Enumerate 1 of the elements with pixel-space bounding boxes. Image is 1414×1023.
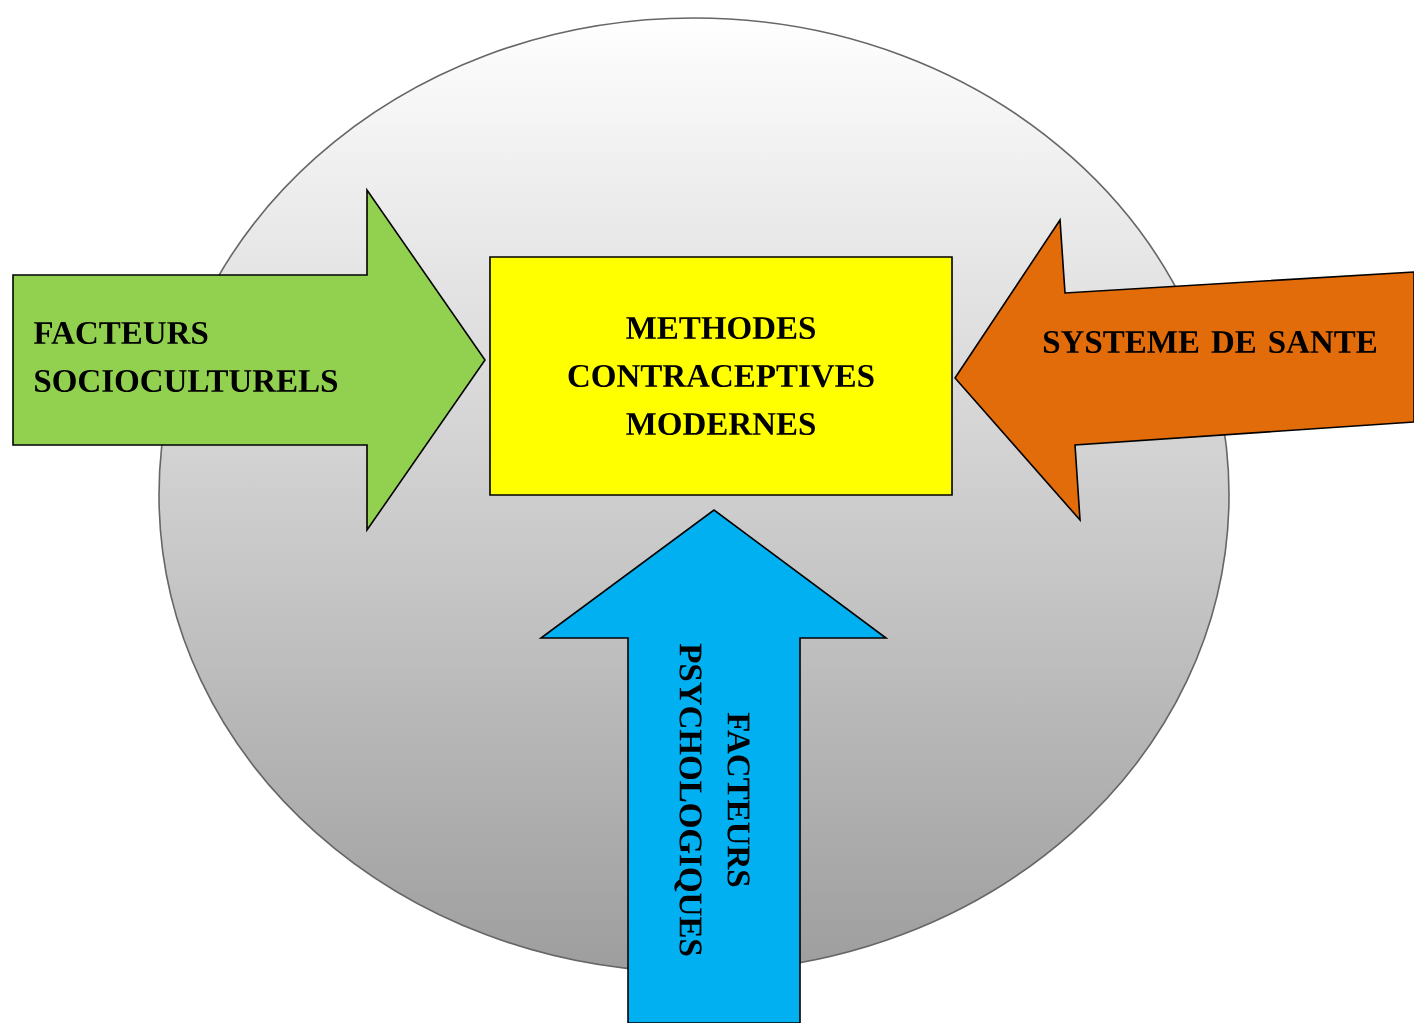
center-box: METHODES CONTRACEPTIVES MODERNES [489, 256, 953, 496]
